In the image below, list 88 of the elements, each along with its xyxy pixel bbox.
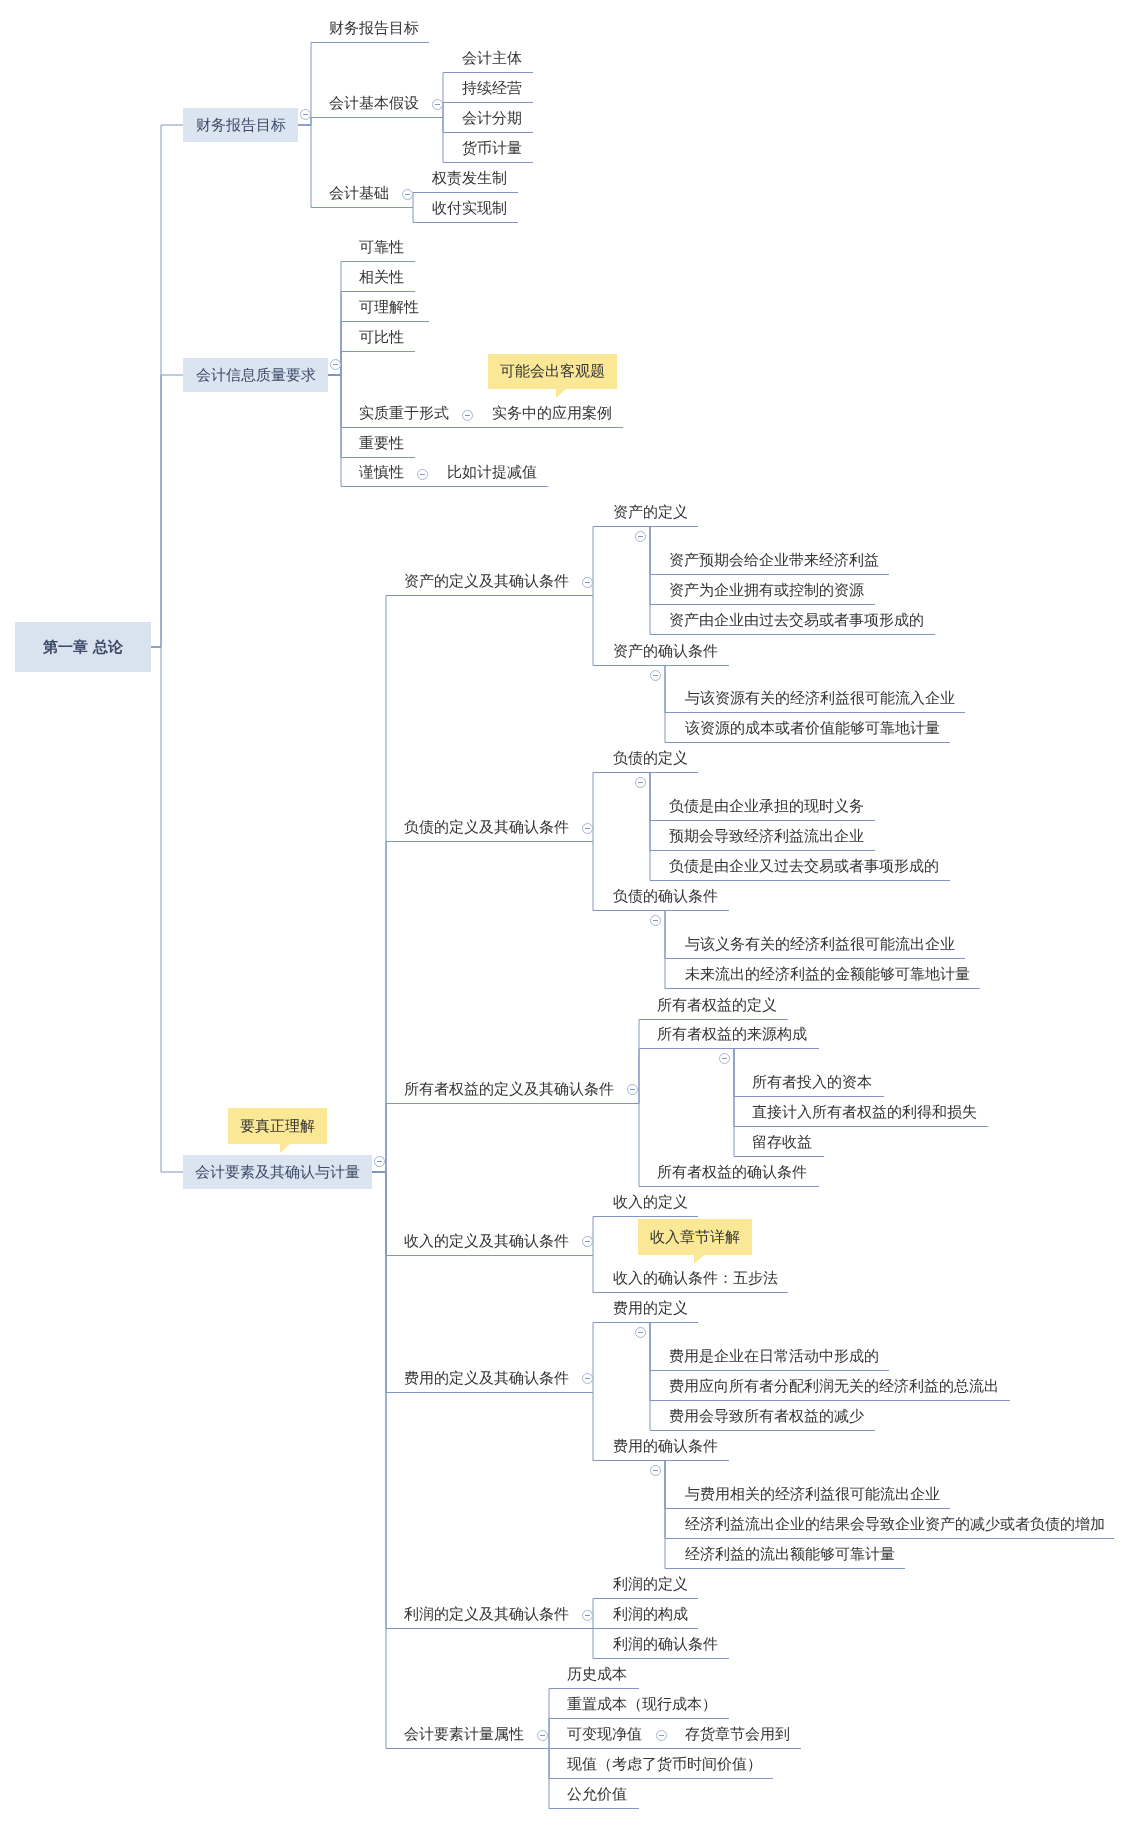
connector-line — [647, 1748, 682, 1749]
connector-line — [394, 207, 429, 223]
topic-label: 收入的确认条件：五步法 — [609, 1265, 788, 1293]
topic-label: 可靠性 — [355, 234, 415, 262]
topic-label: 负债的定义及其确认条件 — [400, 814, 575, 842]
topic-label: 会计基本假设 — [325, 90, 425, 118]
topic-label: 费用的定义 — [609, 1295, 698, 1323]
topic-label: 利润的构成 — [609, 1601, 698, 1629]
topic-label: 费用的确认条件 — [609, 1433, 729, 1461]
topic-label: 可比性 — [355, 324, 415, 352]
topic-box: 会计要素及其确认与计量 — [183, 1155, 372, 1189]
topic-label: 资产预期会给企业带来经济利益 — [665, 547, 889, 575]
connector-line — [649, 772, 666, 881]
topic-label: 利润的确认条件 — [609, 1631, 729, 1659]
topic-label: 费用的定义及其确认条件 — [400, 1365, 575, 1393]
topic-label: 资产的定义及其确认条件 — [400, 568, 575, 596]
topic-label: 公允价值 — [563, 1781, 639, 1809]
topic-label: 现值（考虑了货币时间价值） — [563, 1751, 773, 1779]
connector-line — [454, 427, 489, 428]
topic-box: 会计信息质量要求 — [183, 358, 328, 392]
topic-label: 可变现净值 — [563, 1721, 648, 1749]
callout-bubble: 要真正理解 — [228, 1108, 327, 1153]
topic-label: 权责发生制 — [428, 165, 518, 193]
topic-label: 存货章节会用到 — [681, 1721, 801, 1749]
topic-label: 预期会导致经济利益流出企业 — [665, 823, 875, 851]
topic-label: 收入的定义及其确认条件 — [400, 1228, 575, 1256]
topic-label: 未来流出的经济利益的金额能够可靠地计量 — [681, 961, 980, 989]
connector-line — [664, 1460, 682, 1569]
topic-label: 负债的确认条件 — [609, 883, 729, 911]
topic-label: 费用应向所有者分配利润无关的经济利益的总流出 — [665, 1373, 1010, 1401]
topic-label: 资产为企业拥有或控制的资源 — [665, 577, 875, 605]
topic-label: 会计基础 — [325, 180, 395, 208]
topic-label: 实务中的应用案例 — [488, 400, 623, 428]
connector-line — [733, 1048, 749, 1157]
connector-line — [424, 117, 459, 163]
topic-label: 相关性 — [355, 264, 415, 292]
topic-label: 经济利益流出企业的结果会导致企业资产的减少或者负债的增加 — [681, 1511, 1114, 1539]
topic-label: 会计主体 — [458, 45, 533, 73]
topic-label: 所有者权益的来源构成 — [653, 1021, 819, 1049]
callout-bubble: 可能会出客观题 — [488, 354, 617, 398]
topic-label: 负债是由企业承担的现时义务 — [665, 793, 875, 821]
topic-label: 比如计提减值 — [443, 459, 548, 487]
topic-label: 资产的确认条件 — [609, 638, 729, 666]
topic-label: 重置成本（现行成本） — [563, 1691, 729, 1719]
topic-label: 持续经营 — [458, 75, 533, 103]
topic-label: 实质重于形式 — [355, 400, 455, 428]
topic-label: 资产由企业由过去交易或者事项形成的 — [665, 607, 935, 635]
connector-line — [297, 124, 326, 208]
topic-label: 留存收益 — [748, 1129, 824, 1157]
topic-label: 会计分期 — [458, 105, 533, 133]
callout-bubble: 收入章节详解 — [638, 1219, 752, 1264]
connector-line — [664, 910, 682, 989]
connector-line — [649, 1322, 666, 1431]
topic-box: 财务报告目标 — [183, 108, 298, 142]
connector-line — [409, 486, 444, 487]
connector-line — [529, 1748, 564, 1809]
topic-label: 费用会导致所有者权益的减少 — [665, 1403, 875, 1431]
topic-label: 所有者权益的定义 — [653, 992, 788, 1020]
topic-label: 资产的定义 — [609, 499, 698, 527]
topic-label: 所有者权益的定义及其确认条件 — [400, 1076, 620, 1104]
topic-label: 负债是由企业又过去交易或者事项形成的 — [665, 853, 950, 881]
topic-label: 所有者权益的确认条件 — [653, 1159, 819, 1187]
topic-label: 收入的定义 — [609, 1189, 698, 1217]
topic-label: 与费用相关的经济利益很可能流出企业 — [681, 1481, 950, 1509]
topic-label: 历史成本 — [563, 1661, 639, 1689]
connector-line — [327, 374, 356, 487]
topic-label: 所有者投入的资本 — [748, 1069, 884, 1097]
topic-label: 利润的定义 — [609, 1571, 698, 1599]
topic-label: 该资源的成本或者价值能够可靠地计量 — [681, 715, 950, 743]
topic-label: 重要性 — [355, 430, 415, 458]
topic-label: 货币计量 — [458, 135, 533, 163]
topic-label: 直接计入所有者权益的利得和损失 — [748, 1099, 988, 1127]
topic-label: 可理解性 — [355, 294, 429, 322]
topic-label: 财务报告目标 — [325, 15, 429, 43]
topic-label: 利润的定义及其确认条件 — [400, 1601, 575, 1629]
topic-label: 与该资源有关的经济利益很可能流入企业 — [681, 685, 965, 713]
connector-line — [649, 526, 666, 635]
connector-line — [574, 1628, 610, 1659]
connector-line — [664, 665, 682, 743]
topic-label: 收付实现制 — [428, 195, 518, 223]
topic-label: 负债的定义 — [609, 745, 698, 773]
connector-line — [150, 646, 184, 1173]
topic-label: 会计要素计量属性 — [400, 1721, 530, 1749]
topic-label: 费用是企业在日常活动中形成的 — [665, 1343, 889, 1371]
central-topic-box: 第一章 总论 — [15, 622, 151, 672]
topic-label: 与该义务有关的经济利益很可能流出企业 — [681, 931, 965, 959]
topic-label: 经济利益的流出额能够可靠计量 — [681, 1541, 905, 1569]
topic-label: 谨慎性 — [355, 459, 410, 487]
